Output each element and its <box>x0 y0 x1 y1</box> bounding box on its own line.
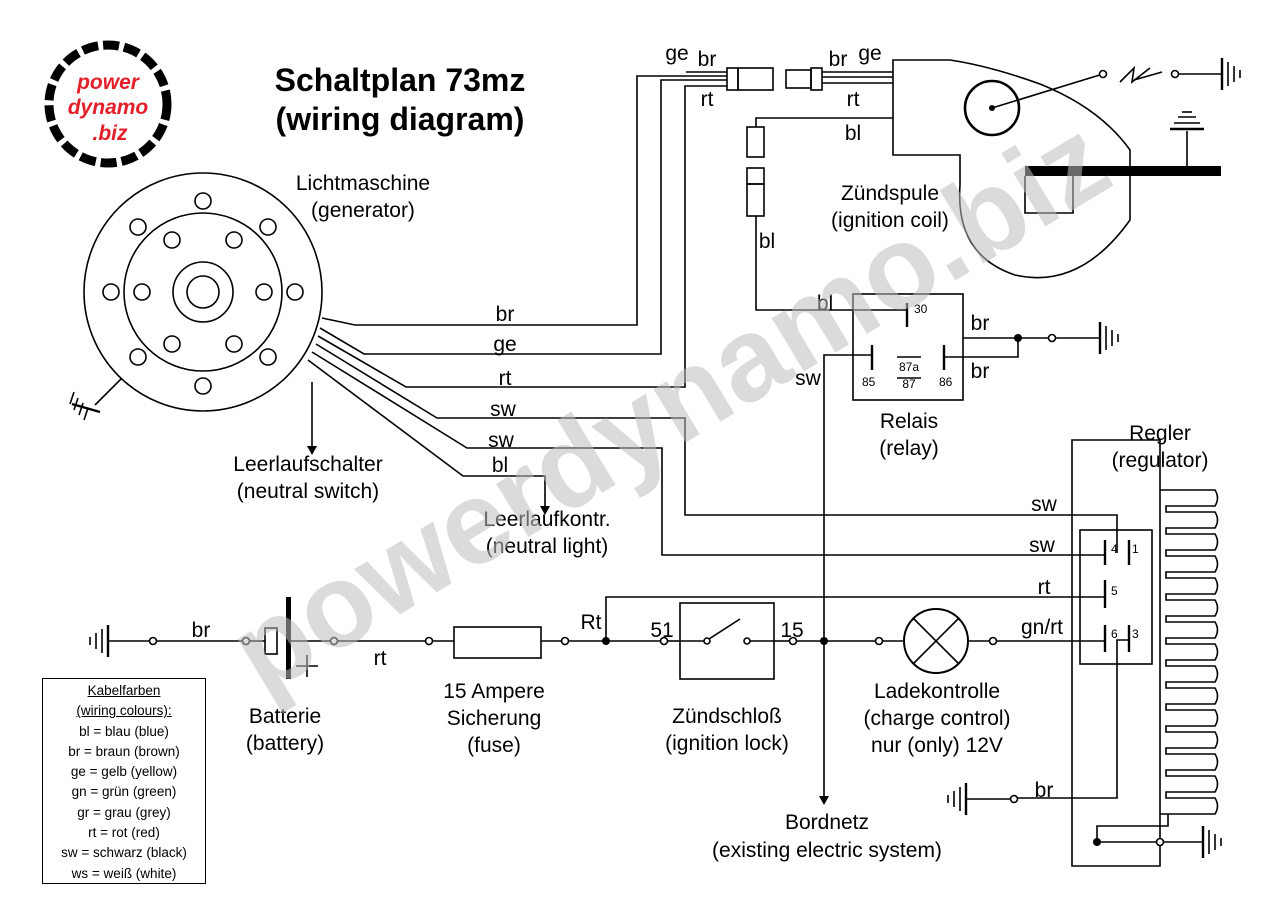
wire-label-relay-bl: bl <box>817 292 833 315</box>
charge-control-lamp <box>903 608 969 674</box>
ignition-lock-terminal-51: 51 <box>650 619 673 642</box>
legend-heading: Kabelfarben <box>87 683 161 698</box>
charge-control-label-3: nur (only) 12V <box>871 734 1003 757</box>
ignition-lock <box>679 602 775 680</box>
legend-entry: ws = weiß (white) <box>71 865 177 881</box>
relay-sublabel: (relay) <box>879 437 939 460</box>
main-circuit-line <box>89 596 1105 680</box>
wire-label-reg-sw2: sw <box>1029 534 1056 557</box>
relay-pin-87: 87 <box>902 377 916 391</box>
neutral-light-label: Leerlaufkontr. <box>483 508 610 531</box>
relay <box>819 293 1119 805</box>
wire-label-gen-sw2: sw <box>488 429 515 452</box>
relay-pin-30: 30 <box>914 302 928 316</box>
generator-sublabel: (generator) <box>311 199 415 222</box>
generator-wires <box>307 75 1118 556</box>
legend-entry: ge = gelb (yellow) <box>70 764 178 780</box>
regulator-sublabel: (regulator) <box>1112 449 1209 472</box>
regulator-ground-icon-2 <box>1201 826 1222 858</box>
wire-label-reg-sw1: sw <box>1031 493 1058 516</box>
fuse-label-2: Sicherung <box>447 707 542 730</box>
fuse-label-3: (fuse) <box>467 734 521 757</box>
onboard-system-label: Bordnetz <box>785 811 869 834</box>
regulator-pin-3: 3 <box>1132 627 1139 641</box>
wire-label-top-br: br <box>698 48 717 71</box>
relay-ground-icon <box>1098 322 1119 354</box>
logo-text-3: .biz <box>93 122 128 145</box>
wire-label-reg-br: br <box>1035 779 1054 802</box>
wire-label-reg-rt: rt <box>1038 576 1051 599</box>
ignition-coil-label: Zündspule <box>841 182 939 205</box>
diagram-subtitle: (wiring diagram) <box>276 101 525 137</box>
battery <box>264 597 331 679</box>
neutral-switch-label: Leerlaufschalter <box>233 453 382 476</box>
legend-subheading: (wiring colours): <box>76 703 172 719</box>
wire-label-top-rt: rt <box>701 88 714 111</box>
wire-label-gen-bl: bl <box>492 454 508 477</box>
ignition-lock-label: Zündschloß <box>672 705 782 728</box>
wire-label-gen-ge: ge <box>493 333 516 356</box>
fuse-label-1: 15 Ampere <box>443 680 545 703</box>
battery-label: Batterie <box>249 705 321 728</box>
neutral-light-sublabel: (neutral light) <box>486 535 609 558</box>
regulator <box>947 439 1222 867</box>
wire-label-coil-bl-down: bl <box>759 230 775 253</box>
charge-control-label-1: Ladekontrolle <box>874 680 1000 703</box>
top-connectors <box>686 67 907 311</box>
legend-entry: gn = grün (green) <box>71 784 177 800</box>
ignition-lock-sublabel: (ignition lock) <box>665 732 789 755</box>
battery-sublabel: (battery) <box>246 732 324 755</box>
legend-entry: gr = grau (grey) <box>77 804 171 820</box>
relay-pin-87a: 87a <box>899 360 919 374</box>
wire-label-gen-br: br <box>496 303 515 326</box>
legend-entry: sw = schwarz (black) <box>61 845 187 861</box>
ignition-lock-terminal-15: 15 <box>780 619 803 642</box>
diagram-title: Schaltplan 73mz <box>275 62 526 98</box>
logo-text-2: dynamo <box>68 96 149 119</box>
generator <box>69 172 323 421</box>
onboard-system-sublabel: (existing electric system) <box>712 839 942 862</box>
wire-label-relay-br2: br <box>971 360 990 383</box>
regulator-pin-4: 4 <box>1111 542 1118 556</box>
wire-label-coil-bl: bl <box>845 122 861 145</box>
relay-label: Relais <box>880 410 938 433</box>
wire-label-relay-sw: sw <box>795 367 822 390</box>
wire-label-bat-rt: rt <box>374 647 387 670</box>
wire-label-main-rt: Rt <box>581 611 602 634</box>
ignition-coil <box>892 58 1241 279</box>
wire-label-gen-rt: rt <box>499 367 512 390</box>
color-legend: Kabelfarben (wiring colours): bl = blau … <box>42 678 206 884</box>
relay-pin-85: 85 <box>862 375 876 389</box>
fuse <box>453 626 542 659</box>
wire-label-relay-br1: br <box>971 312 990 335</box>
wire-label-coil-br: br <box>829 48 848 71</box>
regulator-pin-5: 5 <box>1111 584 1118 598</box>
wire-label-reg-gnrt: gn/rt <box>1021 616 1063 639</box>
battery-ground-icon <box>89 625 110 657</box>
wire-label-coil-rt: rt <box>847 88 860 111</box>
legend-entry: br = braun (brown) <box>68 743 180 759</box>
legend-entry: rt = rot (red) <box>88 825 160 841</box>
charge-control-label-2: (charge control) <box>863 707 1010 730</box>
power-dynamo-logo: power dynamo .biz <box>44 40 172 168</box>
generator-ground-icon <box>69 391 101 421</box>
generator-label: Lichtmaschine <box>296 172 430 195</box>
ignition-coil-sublabel: (ignition coil) <box>831 209 949 232</box>
wire-label-top-ge: ge <box>665 42 688 65</box>
relay-pin-86: 86 <box>939 375 953 389</box>
coil-ground-icon <box>1220 58 1241 90</box>
regulator-ground-icon-1 <box>947 783 968 815</box>
legend-entry: bl = blau (blue) <box>79 723 169 739</box>
regulator-pin-6: 6 <box>1111 627 1118 641</box>
neutral-switch-sublabel: (neutral switch) <box>237 480 379 503</box>
wire-label-coil-ge: ge <box>858 42 881 65</box>
regulator-pin-1: 1 <box>1132 542 1139 556</box>
regulator-label: Regler <box>1129 422 1191 445</box>
wire-label-gen-sw1: sw <box>490 398 517 421</box>
wire-label-bat-br: br <box>192 619 211 642</box>
logo-text-1: power <box>76 71 141 94</box>
